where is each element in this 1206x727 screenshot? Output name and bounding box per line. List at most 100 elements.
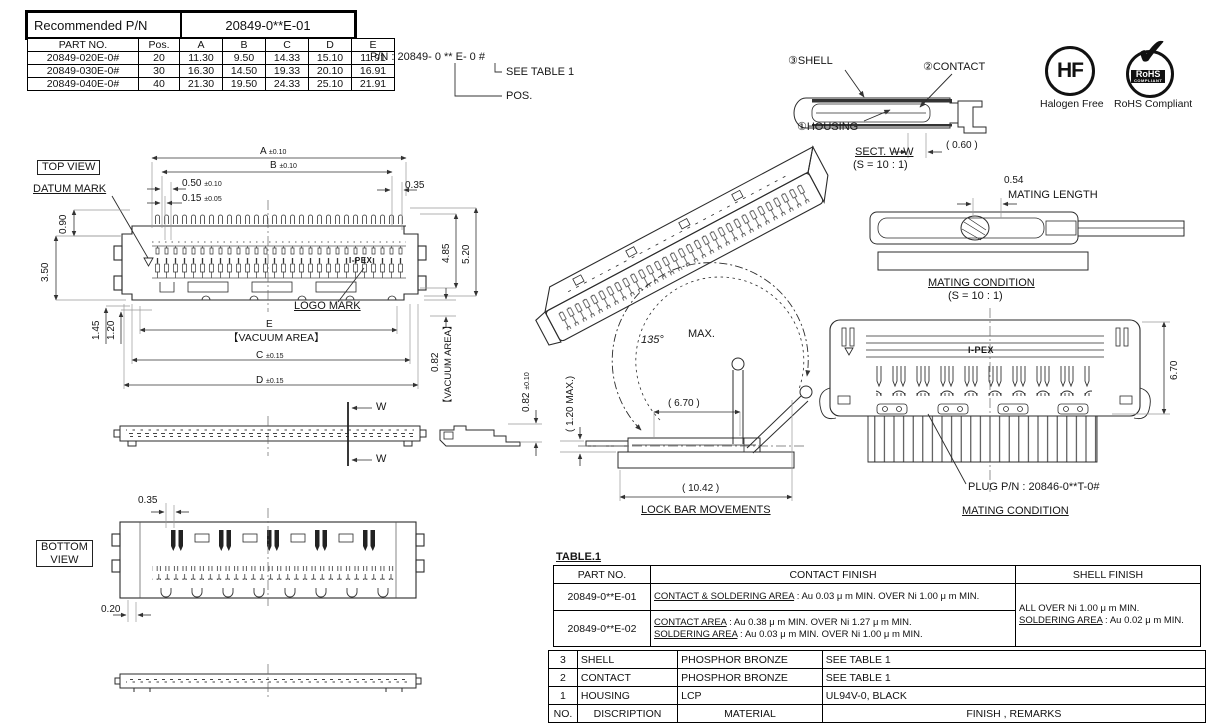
mating-length-label: MATING LENGTH [1008,189,1098,201]
table-header-row: PART NO. CONTACT FINISH SHELL FINISH [553,565,1201,584]
dim-082-topview: 0.82 [430,352,441,372]
bottom-view-label: BOTTOM VIEW [36,540,93,568]
cell: 11.91 [351,51,395,65]
lock-dim-670: ( 6.70 ) [668,398,700,409]
cell-finish: SEE TABLE 1 [821,668,1206,687]
footer-no: NO. [548,704,578,723]
bottom-dim-020: 0.20 [101,604,121,615]
cell-no: 3 [548,650,578,669]
table1-label: TABLE.1 [556,551,602,563]
dim-035: 0.35 [405,180,425,191]
bottom-strip-drawing [114,664,422,700]
dim-a: A ±0.10 [260,146,287,157]
dim-090: 0.90 [58,214,69,234]
ipex-logo-mating: I-PEX [968,345,995,355]
col-header: PART NO. [27,38,139,52]
mating-top-drawing [819,308,1170,492]
cell-material: PHOSPHOR BRONZE [677,650,823,669]
cell-material: PHOSPHOR BRONZE [677,668,823,687]
col-header: PART NO. [553,565,651,584]
cell-contact-finish: CONTACT AREA : Au 0.38 μ m MIN. OVER Ni … [650,610,1016,647]
dim-120: 1.20 [106,320,117,340]
lock-dim-1042: ( 10.42 ) [682,483,720,494]
sect-title: SECT. W-W [855,146,914,158]
pn-note: P/N : 20849- 0 ** E- 0 # [370,51,485,63]
col-header: C [265,38,309,52]
sect-ww-drawing [793,69,987,158]
table-row: 1 HOUSING LCP UL94V-0, BLACK [548,686,1206,705]
recommended-pn-title: Recommended P/N [28,13,182,37]
hf-icon-text: HF [1057,59,1084,82]
cell: 21.91 [351,77,395,91]
section-w-top: W [376,401,387,413]
pn-note-pos: POS. [506,90,533,102]
part-number-table: PART NO. Pos. A B C D E 20849-020E-0# 20… [27,38,395,91]
table-row: 20849-030E-0# 30 16.30 14.50 19.33 20.10… [27,64,395,78]
vacuum-area-label: 【VACUUM AREA】 [228,332,325,344]
cell-finish: SEE TABLE 1 [821,650,1206,669]
cell: 24.33 [265,77,309,91]
sect-scale: (S = 10 : 1) [853,159,908,171]
col-header: B [222,38,266,52]
cell: 16.30 [179,64,223,78]
bottom-dim-035: 0.35 [138,495,158,506]
col-header: Pos. [138,38,180,52]
ipex-logo-top-view: I-PEX [349,256,373,265]
cell-description: HOUSING [576,686,679,705]
bottom-view-label-line2: VIEW [50,553,79,566]
top-view-dimensions [53,155,479,389]
table-header-row: PART NO. Pos. A B C D E [27,38,395,52]
logo-mark-label: LOGO MARK [294,300,361,312]
dim-050: 0.50 ±0.10 [182,178,222,189]
recommended-pn-box: Recommended P/N 20849-0**E-01 [25,10,357,40]
sect-contact-callout: ②CONTACT [923,61,986,73]
cell: 20849-020E-0# [27,51,139,65]
sect-shell-callout: ③SHELL [788,55,833,67]
table-row: 2 CONTACT PHOSPHOR BRONZE SEE TABLE 1 [548,668,1206,687]
bottom-view-label-line1: BOTTOM [41,541,88,553]
lock-angle-max: MAX. [688,328,715,340]
cell-description: CONTACT [576,668,679,687]
isometric-drawing [535,145,829,346]
cell-description: SHELL [576,650,679,669]
dim-145: 1.45 [91,320,102,340]
side-view-drawing [113,402,427,466]
cell-part-no: 20849-0**E-01 [553,583,651,611]
cell: 16.91 [351,64,395,78]
cell: 40 [138,77,180,91]
cell: 11.30 [179,51,223,65]
footer-material: MATERIAL [677,704,823,723]
col-header: CONTACT FINISH [650,565,1016,584]
cell-part-no: 20849-0**E-02 [553,610,651,647]
table-row: 20849-020E-0# 20 11.30 9.50 14.33 15.10 … [27,51,395,65]
dim-485: 4.85 [441,243,452,263]
dim-b: B ±0.10 [270,160,297,171]
vacuum-area-vertical-label: 【VACUUM AREA】 [443,320,454,408]
cell: 19.33 [265,64,309,78]
cell: 25.10 [308,77,352,91]
cell: 15.10 [308,51,352,65]
table-row: 20849-040E-0# 40 21.30 19.50 24.33 25.10… [27,77,395,91]
mating-side-scale: (S = 10 : 1) [948,290,1003,302]
section-w-bottom: W [376,453,387,465]
dim-082-endview: 0.82 ±0.10 [521,372,532,412]
plug-pn-label: PLUG P/N : 20846-0**T-0# [968,481,1100,493]
cell-contact-finish: CONTACT & SOLDERING AREA : Au 0.03 μ m M… [650,583,1016,611]
lock-angle: 135° [641,334,664,346]
cell-finish: UL94V-0, BLACK [821,686,1206,705]
rohs-check-icon: ✔ [1136,32,1168,74]
table-row: 20849-0**E-02 CONTACT AREA : Au 0.38 μ m… [553,610,1201,647]
col-header: SHELL FINISH [1015,565,1201,584]
cell-no: 1 [548,686,578,705]
cell: 21.30 [179,77,223,91]
mating-side-title: MATING CONDITION [928,277,1035,289]
col-header: D [308,38,352,52]
footer-description: DISCRIPTION [576,704,679,723]
top-view-drawing [111,195,427,312]
cell: 14.50 [222,64,266,78]
cell: 19.50 [222,77,266,91]
recommended-pn-value: 20849-0**E-01 [225,17,311,33]
